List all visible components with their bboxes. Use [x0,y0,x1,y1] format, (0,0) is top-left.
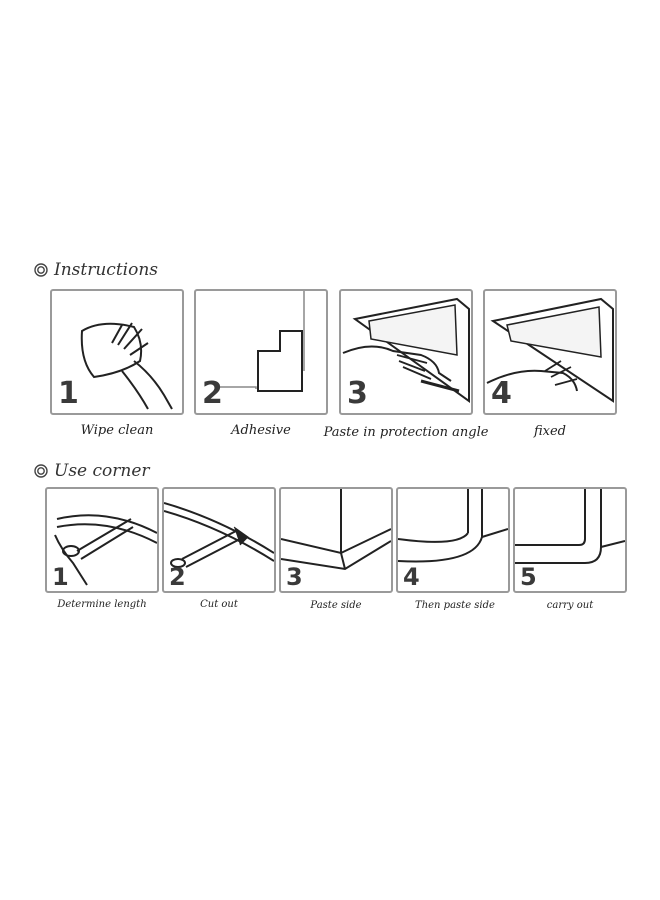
corner-edge-icon [281,489,391,571]
corner-panel-carry-out: 5 [513,487,627,593]
step-number: 4 [491,376,512,411]
step-panel-paste: 3 [339,289,473,415]
step-caption: Then paste side [415,600,495,611]
step-number: 3 [286,563,303,591]
corner-panel-cut: 2 [162,487,276,593]
step-caption: Paste in protection angle [323,425,489,440]
corner-guard-icon [216,291,305,392]
step-number: 4 [403,563,420,591]
corner-panel-then-paste: 4 [396,487,510,593]
step-caption: carry out [546,600,594,611]
hand-wiping-icon [80,322,173,410]
corner-panel-paste-side: 3 [279,487,393,593]
section-title: Instructions [54,260,158,280]
step-caption: Wipe clean [80,423,154,438]
hand-pasting-icon [342,297,470,403]
scissors-cut-icon [164,502,274,568]
target-bullet-icon [34,464,48,478]
step-number: 5 [520,563,537,591]
scissors-measure-icon [54,514,157,586]
step-number: 2 [169,563,186,591]
step-number: 1 [58,376,79,411]
step-caption: Adhesive [231,423,291,438]
step-number: 1 [52,563,69,591]
step-caption: fixed [533,424,567,439]
step-caption: Paste side [310,600,362,611]
instructions-heading: Instructions [34,260,158,280]
section-title: Use corner [54,461,150,481]
step-caption: Determine length [57,599,147,610]
target-bullet-icon [34,263,48,277]
step-panel-wipe: 1 [50,289,184,415]
finished-corner-icon [515,489,625,564]
corner-panel-determine: 1 [45,487,159,593]
step-caption: Cut out [200,599,238,610]
step-number: 3 [347,376,368,411]
hand-pressing-icon [486,297,614,403]
step-panel-fixed: 4 [483,289,617,415]
corner-edge-icon [398,489,508,563]
use-corner-heading: Use corner [34,461,150,481]
step-panel-adhesive: 2 [194,289,328,415]
step-number: 2 [202,376,223,411]
